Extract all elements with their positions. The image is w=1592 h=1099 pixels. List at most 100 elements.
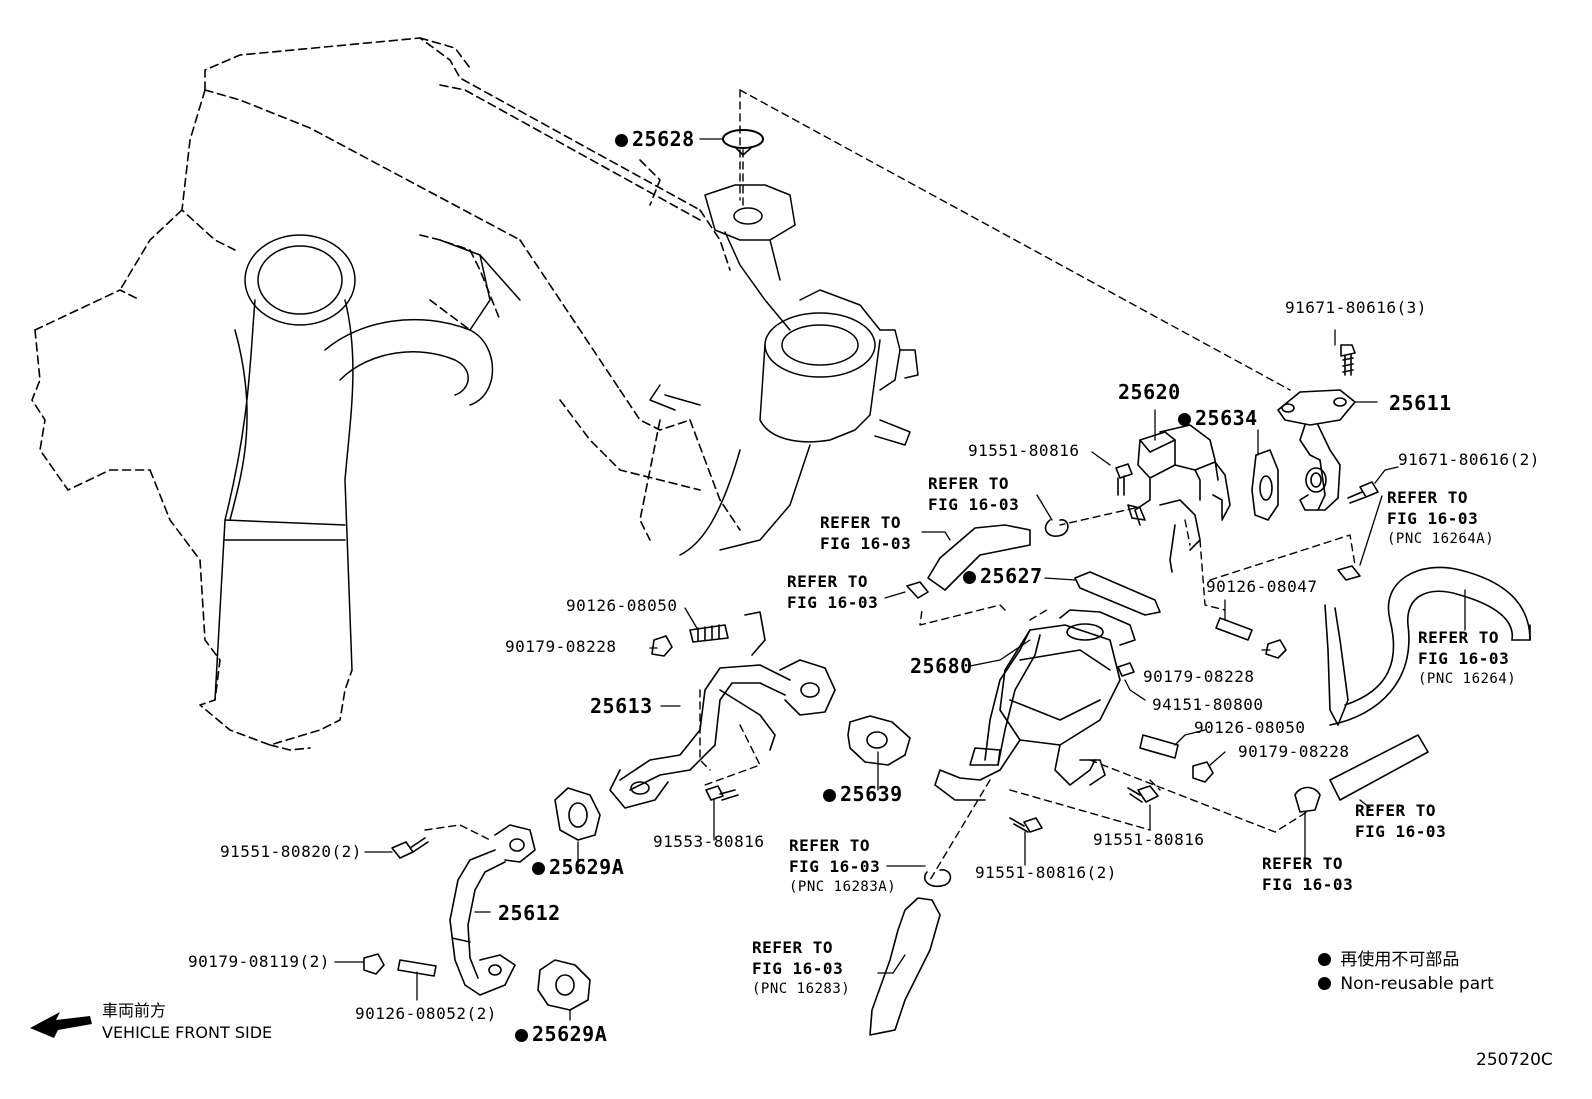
gasket-25634: [1252, 450, 1278, 520]
gasket-25629a-lower: [538, 960, 590, 1010]
non-reusable-dot-icon: [1318, 953, 1331, 966]
legend-text-jp: 再使用不可部品: [1340, 950, 1460, 970]
gasket-25629a-upper: [555, 788, 600, 840]
refer-fig: FIG 16-03: [787, 593, 879, 612]
refer-fig: FIG 16-03: [1262, 875, 1354, 894]
part-number: 25628: [632, 127, 695, 151]
refer-fig: FIG 16-03: [1387, 509, 1479, 528]
part-number: 25629A: [549, 855, 625, 879]
refer-fig: FIG 16-03: [928, 495, 1020, 514]
label-25639: 25639: [823, 784, 903, 804]
refer-to-clamp-right: REFER TO FIG 16-03: [1262, 853, 1353, 895]
vehicle-front-note: 車両前方 VEHICLE FRONT SIDE: [102, 1000, 272, 1044]
bolt-91551-upper: [1116, 464, 1132, 495]
label-25629a-lower: 25629A: [515, 1024, 607, 1044]
refer-pnc: (PNC 16283A): [789, 879, 897, 895]
hose-right-upper: [1325, 566, 1530, 725]
label-91553-80816: 91553-80816: [653, 832, 765, 851]
refer-fig: FIG 16-03: [789, 857, 881, 876]
refer-pnc: (PNC 16283): [752, 981, 851, 997]
refer-fig: FIG 16-03: [820, 534, 912, 553]
refer-text: REFER TO: [928, 474, 1010, 493]
gasket-25627: [1075, 572, 1160, 615]
refer-fig: FIG 16-03: [752, 959, 844, 978]
label-91671-80616-3: 91671-80616(3): [1285, 298, 1427, 317]
egr-valve-25620: [1128, 425, 1230, 572]
non-reusable-dot-icon: [532, 862, 545, 875]
label-90126-08050-a: 90126-08050: [566, 596, 678, 615]
egr-cooler-25680: [935, 610, 1135, 800]
label-90179-08228-b: 90179-08228: [1143, 667, 1255, 686]
bolt-91553: [706, 786, 738, 800]
egr-pipe-25613: [610, 612, 835, 808]
refer-to-upper: REFER TO FIG 16-03: [928, 473, 1019, 515]
fitting-small: [907, 582, 928, 598]
non-reusable-dot-icon: [823, 789, 836, 802]
nut-90179-c: [1193, 762, 1213, 782]
legend-row-jp: 再使用不可部品: [1318, 948, 1494, 972]
refer-to-pnc-16283a: REFER TO FIG 16-03 (PNC 16283A): [789, 835, 896, 898]
hose-clamp-upper: [1046, 520, 1068, 536]
label-90179-08228-c: 90179-08228: [1238, 742, 1350, 761]
label-25680: 25680: [910, 654, 973, 678]
legend-row-en: Non-reusable part: [1318, 972, 1494, 996]
label-25613: 25613: [590, 694, 653, 718]
stud-90126-08050-a: [690, 625, 728, 642]
refer-fig: FIG 16-03: [1355, 822, 1447, 841]
gasket-25639: [848, 716, 910, 765]
label-25612: 25612: [498, 901, 561, 925]
legend-text-en: Non-reusable part: [1340, 974, 1494, 994]
throttle-body-outline: [650, 185, 918, 555]
gasket-ring-25628: [723, 130, 763, 148]
fitting-94151: [1118, 663, 1134, 676]
vehicle-front-jp: 車両前方: [102, 1001, 167, 1020]
bolt-91671-top: [1341, 345, 1355, 375]
stud-90126-08052: [398, 960, 436, 976]
hose-lower: [870, 898, 940, 1035]
front-arrow-icon: [30, 1012, 92, 1038]
refer-to-hose-upper: REFER TO FIG 16-03: [820, 512, 911, 554]
turbo-housing-outline: [215, 235, 520, 700]
refer-pnc: (PNC 16264A): [1387, 531, 1495, 547]
egr-pipe-25612: [450, 825, 535, 995]
non-reusable-dot-icon: [515, 1029, 528, 1042]
refer-fig: FIG 16-03: [1418, 649, 1510, 668]
refer-to-pnc-16264a: REFER TO FIG 16-03 (PNC 16264A): [1387, 487, 1494, 550]
vehicle-front-en: VEHICLE FRONT SIDE: [102, 1023, 273, 1042]
non-reusable-dot-icon: [963, 571, 976, 584]
label-25611: 25611: [1389, 393, 1452, 413]
bracket-25611: [1278, 390, 1355, 510]
label-90126-08052-2: 90126-08052(2): [355, 1004, 497, 1023]
hose-upper: [928, 525, 1030, 590]
hose-clamp-lower: [925, 870, 951, 887]
refer-text: REFER TO: [752, 938, 834, 957]
refer-text: REFER TO: [1355, 801, 1437, 820]
engine-block-phantom: [32, 38, 740, 750]
label-90126-08050-b: 90126-08050: [1194, 718, 1306, 737]
label-25620: 25620: [1118, 380, 1181, 404]
label-91551-80816-2: 91551-80816(2): [975, 863, 1117, 882]
label-91551-80820-2: 91551-80820(2): [220, 842, 362, 861]
label-90179-08119-2: 90179-08119(2): [188, 952, 330, 971]
refer-text: REFER TO: [1387, 488, 1469, 507]
label-25629a-upper: 25629A: [532, 857, 624, 877]
hose-right-lower: [1295, 735, 1428, 812]
label-91551-80816-b: 91551-80816: [1093, 830, 1205, 849]
label-90179-08228-a: 90179-08228: [505, 637, 617, 656]
part-number: 25634: [1195, 406, 1258, 430]
refer-text: REFER TO: [789, 836, 871, 855]
leader-lines: [335, 139, 1465, 1020]
part-number: 25639: [840, 782, 903, 806]
refer-pnc: (PNC 16264): [1418, 671, 1517, 687]
refer-to-pnc-16283: REFER TO FIG 16-03 (PNC 16283): [752, 937, 850, 1000]
bolt-91551-lower: [1128, 786, 1158, 802]
refer-to-pnc-16264: REFER TO FIG 16-03 (PNC 16264): [1418, 627, 1516, 690]
refer-text: REFER TO: [820, 513, 902, 532]
alignment-lines: [425, 90, 1355, 880]
refer-to-hose-right-lower: REFER TO FIG 16-03: [1355, 800, 1446, 842]
part-number: 25629A: [532, 1022, 608, 1046]
nut-90179-08119: [364, 954, 384, 974]
bolt-91671-right: [1348, 482, 1378, 503]
label-91671-80616-2: 91671-80616(2): [1398, 450, 1540, 469]
non-reusable-dot-icon: [1318, 977, 1331, 990]
